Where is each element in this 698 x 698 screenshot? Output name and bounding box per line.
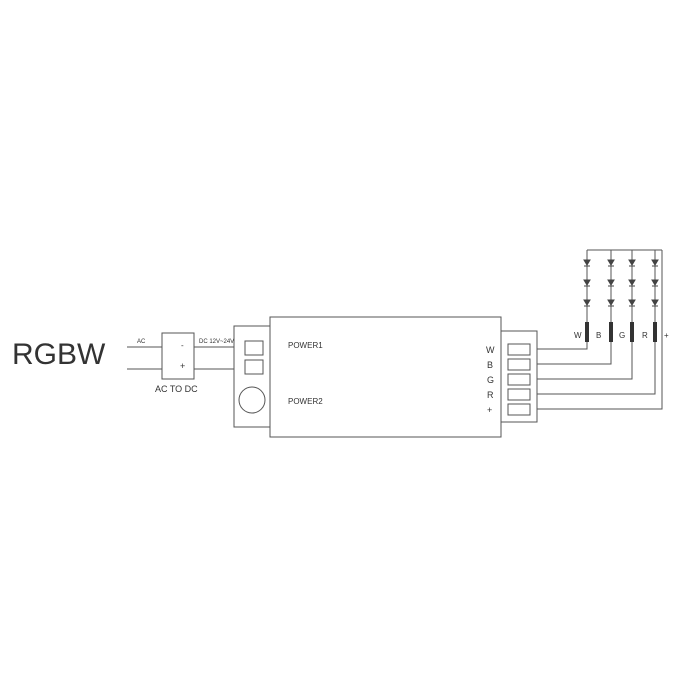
output-terminal-r bbox=[507, 388, 531, 401]
power2-label: POWER2 bbox=[288, 397, 323, 406]
led-diode-icon bbox=[628, 279, 636, 286]
terminal-label-g: G bbox=[487, 375, 494, 385]
output-terminal-b bbox=[507, 358, 531, 371]
led-diode-icon bbox=[651, 279, 659, 286]
dc-wire-label: DC 12V~24V bbox=[199, 339, 234, 345]
wire-r bbox=[537, 324, 656, 395]
output-terminal-plus bbox=[507, 403, 531, 416]
terminal-label-r: R bbox=[487, 390, 494, 400]
output-terminal-g bbox=[507, 373, 531, 386]
power-jack-icon bbox=[238, 386, 266, 414]
wire-plus bbox=[537, 250, 663, 410]
terminal-label-plus: + bbox=[487, 405, 492, 415]
controller-body bbox=[269, 316, 502, 438]
converter-minus: - bbox=[181, 341, 184, 350]
resistor-g bbox=[630, 322, 634, 342]
converter-caption: AC TO DC bbox=[155, 384, 198, 394]
led-diode-icon bbox=[583, 299, 591, 306]
led-diode-icon bbox=[651, 299, 659, 306]
led-diode-icon bbox=[583, 279, 591, 286]
led-diode-icon bbox=[607, 259, 615, 266]
converter-plus: + bbox=[180, 361, 185, 371]
power-terminal-1 bbox=[244, 340, 264, 356]
strip-label-plus: + bbox=[664, 331, 669, 340]
led-diode-icon bbox=[628, 299, 636, 306]
terminal-label-w: W bbox=[486, 345, 495, 355]
strip-label-r: R bbox=[642, 331, 648, 340]
wire-g bbox=[537, 324, 633, 380]
output-terminal-block bbox=[500, 330, 538, 423]
resistor-b bbox=[609, 322, 613, 342]
power1-label: POWER1 bbox=[288, 341, 323, 350]
led-diode-icon bbox=[583, 259, 591, 266]
terminal-label-b: B bbox=[487, 360, 493, 370]
resistor-w bbox=[585, 322, 589, 342]
wire-b bbox=[537, 324, 612, 365]
power-terminal-2 bbox=[244, 359, 264, 375]
strip-label-g: G bbox=[619, 331, 625, 340]
led-diode-icon bbox=[607, 279, 615, 286]
output-terminal-w bbox=[507, 343, 531, 356]
diagram-title: RGBW bbox=[12, 338, 106, 371]
strip-label-b: B bbox=[596, 331, 601, 340]
ac-wire-label: AC bbox=[137, 339, 146, 345]
led-diode-icon bbox=[651, 259, 659, 266]
resistor-r bbox=[653, 322, 657, 342]
strip-label-w: W bbox=[574, 331, 582, 340]
ac-to-dc-converter bbox=[161, 332, 195, 380]
led-diode-icon bbox=[628, 259, 636, 266]
led-diode-icon bbox=[607, 299, 615, 306]
